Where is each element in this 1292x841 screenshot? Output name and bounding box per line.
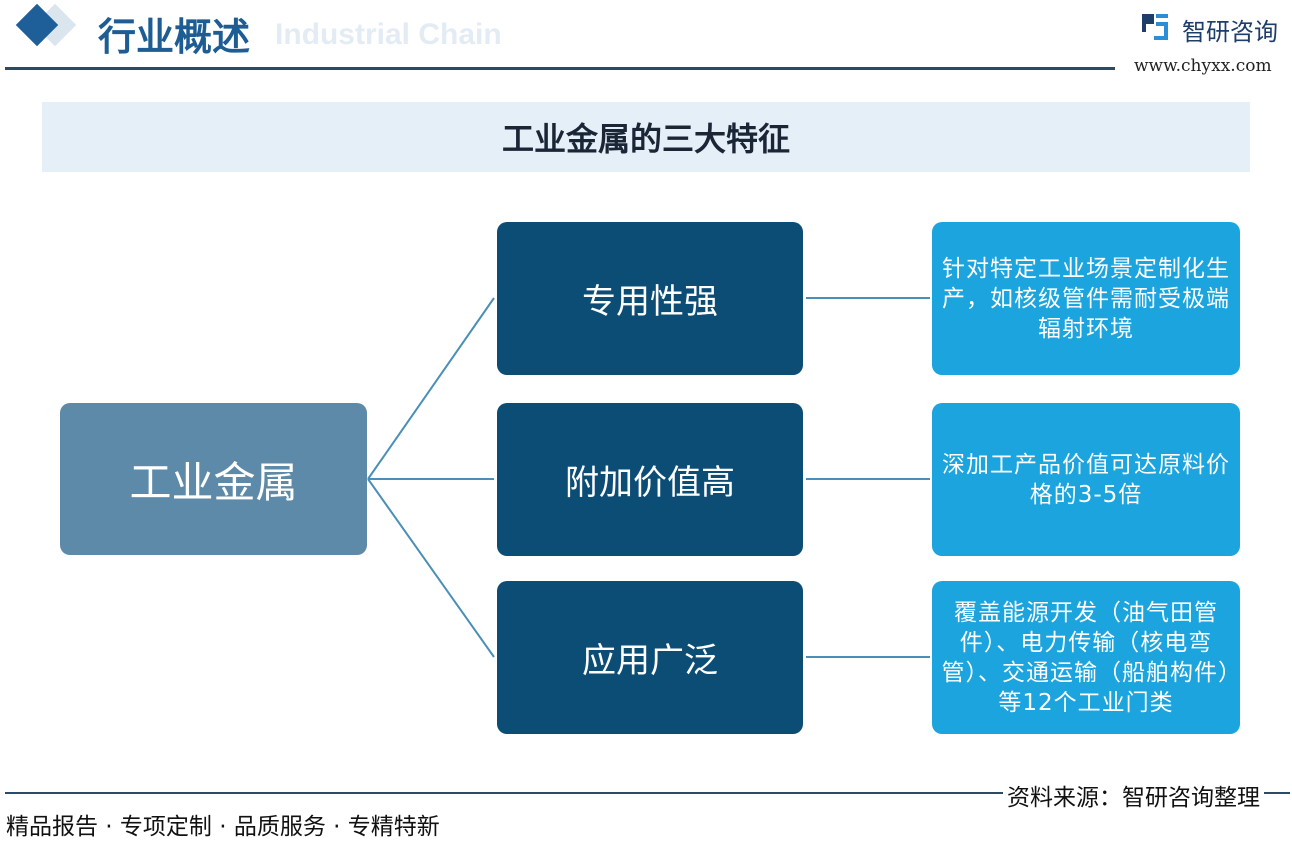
connector (367, 478, 495, 658)
branch-node: 应用广泛 (497, 581, 803, 734)
brand-name: 智研咨询 (1182, 18, 1278, 46)
header-divider (5, 67, 1115, 70)
section-title: 行业概述 (98, 15, 251, 59)
diagram-title: 工业金属的三大特征 (42, 102, 1250, 172)
website: www.chyxx.com (1134, 56, 1272, 76)
detail-node: 覆盖能源开发（油气田管件）、电力传输（核电弯管）、交通运输（船舶构件）等12个工… (932, 581, 1240, 734)
footer-divider (5, 792, 1290, 794)
source-note: 资料来源：智研咨询整理 (1003, 778, 1264, 812)
detail-node: 针对特定工业场景定制化生产，如核级管件需耐受极端辐射环境 (932, 222, 1240, 375)
root-node: 工业金属 (60, 403, 367, 555)
branch-node: 附加价值高 (497, 403, 803, 556)
detail-node: 深加工产品价值可达原料价格的3-5倍 (932, 403, 1240, 556)
brand-logo-icon (1142, 14, 1168, 40)
connector (367, 297, 495, 480)
branch-node: 专用性强 (497, 222, 803, 375)
footer-tagline: 精品报告 · 专项定制 · 品质服务 · 专精特新 (6, 814, 440, 840)
header-watermark: Industrial Chain (275, 18, 502, 51)
